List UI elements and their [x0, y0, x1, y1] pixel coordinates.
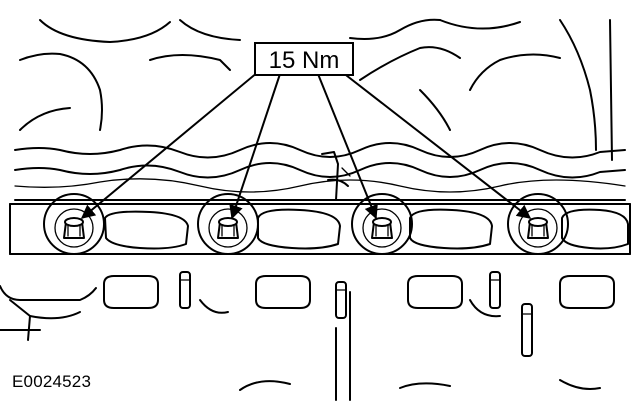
leader-arrows — [80, 71, 532, 220]
stud-1 — [179, 271, 191, 309]
bolt-2 — [197, 193, 259, 255]
torque-label: 15 Nm — [269, 47, 340, 74]
bolt-3 — [351, 193, 413, 255]
leader-arrow-1 — [80, 71, 259, 219]
manifold-flange — [9, 203, 631, 255]
cylinder-head — [0, 275, 615, 401]
manifold-runners — [14, 142, 626, 201]
torque-callout: 15 Nm — [254, 42, 354, 76]
upper-engine-outline — [19, 18, 613, 161]
leader-arrow-4 — [341, 71, 532, 219]
stud-2 — [335, 281, 347, 319]
leader-arrow-2 — [229, 73, 281, 220]
bracket-detail — [321, 151, 351, 201]
stud-4 — [521, 303, 533, 357]
bolt-4 — [507, 193, 569, 255]
bolt-1 — [43, 193, 105, 255]
stud-3 — [489, 271, 501, 309]
leader-arrow-3 — [317, 73, 378, 220]
figure-id: E0024523 — [12, 372, 92, 391]
